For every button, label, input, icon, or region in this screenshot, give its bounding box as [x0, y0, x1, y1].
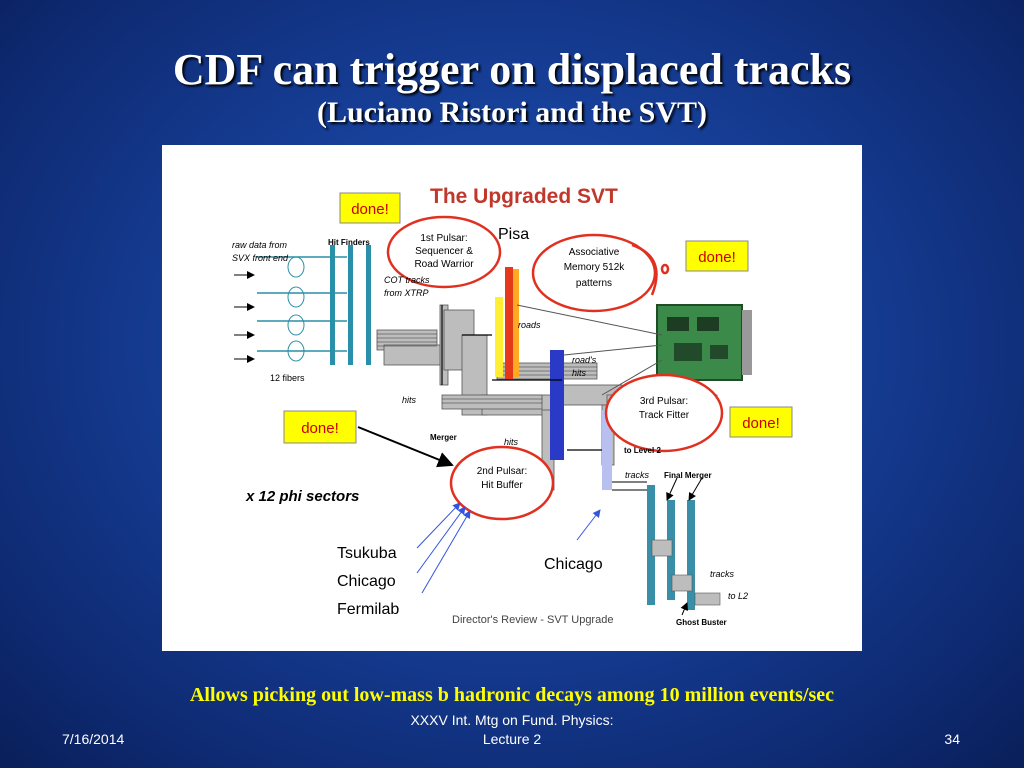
pulser2-line1: 2nd Pulsar: [477, 466, 528, 477]
road-hits-line2: hits [572, 368, 587, 378]
cot-line2: from XTRP [384, 288, 429, 298]
blue-column [550, 350, 564, 460]
ghost-buster-arrow [680, 602, 688, 616]
tracks-l2-line1: tracks [710, 569, 735, 579]
pulser1-line2: Sequencer & [415, 246, 473, 257]
done-label-3: done! [301, 420, 339, 437]
tracks-l2-line2: to L2 [728, 591, 748, 601]
am-line1: Associative [569, 247, 620, 258]
directors-review-label: Director's Review - SVT Upgrade [452, 614, 613, 626]
pulser3-line2: Track Fitter [639, 410, 690, 421]
pulser1-line3: Road Warrior [414, 259, 474, 270]
pulser2-line2: Hit Buffer [481, 480, 523, 491]
yellow-column [495, 297, 503, 377]
roads-label: roads [518, 320, 541, 330]
am-line2: Memory 512k [564, 262, 626, 273]
raw-data-line2: SVX front end [232, 253, 289, 263]
slide-caption: Allows picking out low-mass b hadronic d… [189, 684, 835, 706]
orange-column [513, 269, 519, 377]
red-column [505, 267, 513, 379]
chicago-arrow-2 [576, 509, 601, 541]
final-merger-arrow-2 [688, 477, 703, 501]
slide-title: CDF can trigger on displaced tracks [172, 45, 852, 94]
footer-center-line1: XXXV Int. Mtg on Fund. Physics: [410, 712, 614, 728]
svt-diagram: The Upgraded SVT [232, 185, 793, 627]
final-merger-arrow-1 [666, 477, 678, 501]
merger-label: Merger [430, 433, 457, 442]
connector-lines [441, 305, 602, 451]
page-number: 34 [944, 731, 960, 747]
road-hits-line1: road's [572, 355, 597, 365]
slide-subtitle: (Luciano Ristori and the SVT) [316, 96, 708, 129]
am-circle-swoosh [631, 243, 658, 296]
done-label-1: done! [351, 201, 389, 218]
cot-line1: COT tracks [384, 275, 430, 285]
final-merger-structure [612, 481, 721, 610]
chicago-arrow-1 [416, 506, 466, 574]
fermilab-label: Fermilab [337, 601, 399, 618]
tracks-label: tracks [625, 470, 650, 480]
done-box-3: done! [283, 410, 357, 444]
figure-title: The Upgraded SVT [430, 185, 618, 208]
fiber-loops [287, 256, 305, 362]
to-level2-label: to Level 2 [624, 446, 661, 455]
chicago-label-2: Chicago [544, 556, 603, 573]
svt-diagram-figure: The Upgraded SVT [162, 145, 862, 651]
footer-center-line2: Lecture 2 [482, 731, 542, 747]
pulser1-line1: 1st Pulsar: [420, 233, 467, 244]
done-label-2: done! [698, 249, 736, 266]
raw-data-line1: raw data from [232, 240, 288, 250]
pulser3-line1: 3rd Pulsar: [640, 396, 688, 407]
footer-center: XXXV Int. Mtg on Fund. Physics: Lecture … [362, 711, 662, 749]
board-pointer-lines [516, 304, 663, 396]
done-box-4: done! [729, 406, 793, 438]
hits-label-1: hits [402, 395, 417, 405]
hit-finders-label: Hit Finders [328, 238, 370, 247]
ghost-buster-label: Ghost Buster [676, 618, 727, 627]
tsukuba-arrow [416, 502, 461, 549]
am-line3: patterns [576, 278, 612, 289]
done-box-1: done! [339, 192, 401, 224]
done-label-4: done! [742, 415, 780, 432]
input-arrows [234, 271, 255, 363]
final-merger-label: Final Merger [664, 471, 712, 480]
lavender-column [602, 410, 612, 490]
done-box-2: done! [685, 240, 749, 272]
pisa-label: Pisa [498, 226, 529, 243]
fibers-label: 12 fibers [270, 373, 305, 383]
fermilab-arrow [421, 510, 471, 594]
footer-date: 7/16/2014 [62, 731, 125, 747]
hits-label-2: hits [504, 437, 519, 447]
pulsar-board-image [656, 304, 752, 381]
done-to-hitbuffer-arrow [357, 426, 454, 468]
tsukuba-label: Tsukuba [337, 545, 397, 562]
chicago-label-1: Chicago [337, 573, 396, 590]
pulser-circles [386, 215, 724, 521]
hit-finder-columns [330, 245, 371, 365]
phi-sectors-label: x 12 phi sectors [245, 488, 359, 505]
